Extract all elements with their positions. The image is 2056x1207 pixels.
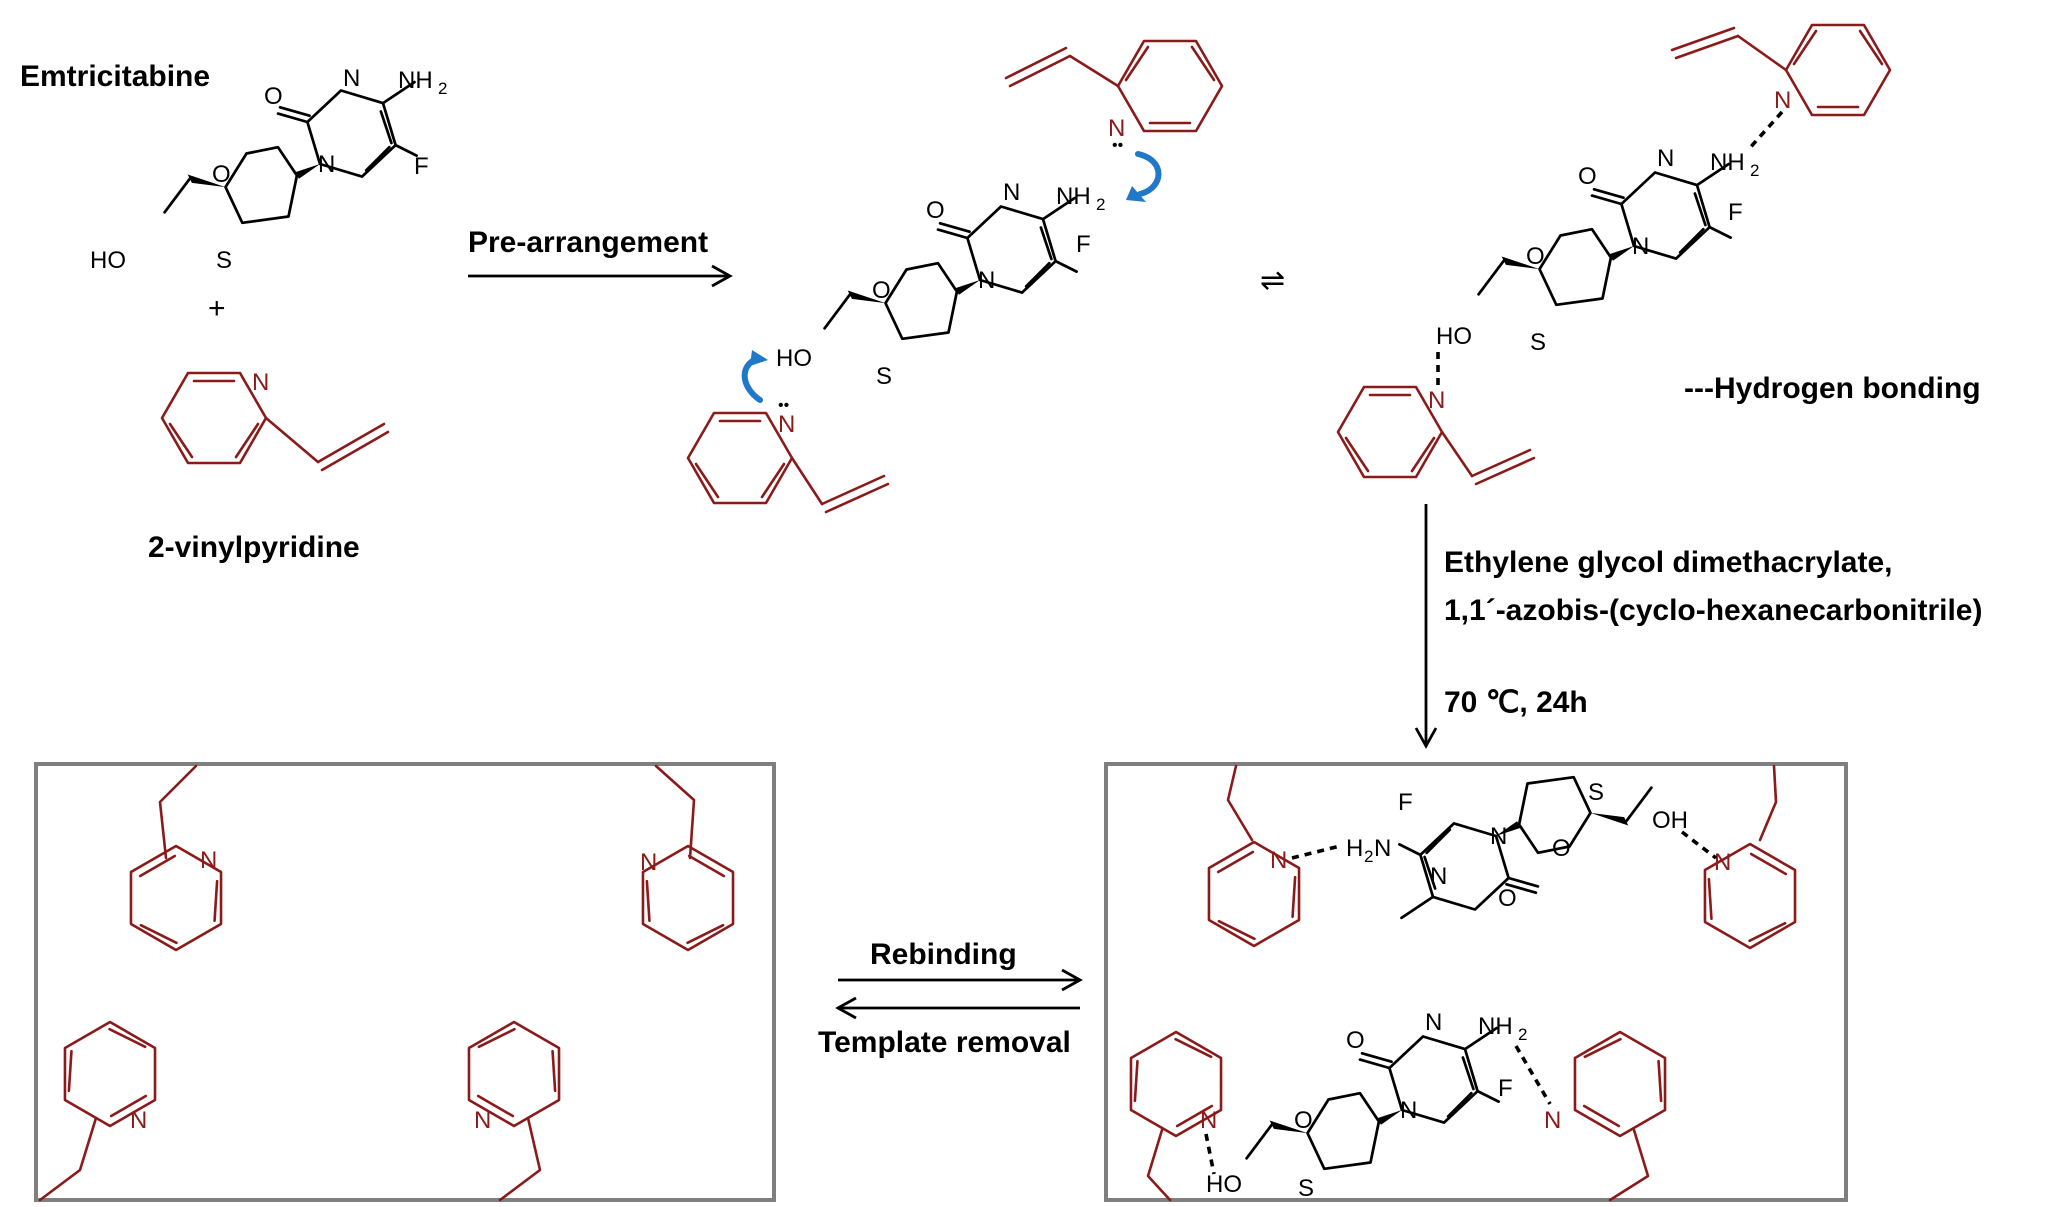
atom-sub2: 2 [1096, 195, 1105, 214]
atom-n-pyridine: N [1270, 847, 1287, 874]
hydrogen-bond [1680, 830, 1718, 860]
atom-ring-o: O [872, 277, 891, 304]
atom-n3: N [1425, 1009, 1442, 1036]
atom-f: F [1498, 1075, 1513, 1102]
atom-ring-o: O [212, 161, 231, 188]
atom-ring-o: O [1294, 1107, 1313, 1134]
atom-n-pyridine: N [640, 849, 657, 876]
prearrangement-label: Pre-arrangement [468, 226, 708, 259]
atom-f: F [1398, 789, 1413, 816]
atom-ho: HO [1436, 323, 1472, 350]
polymer-box-empty [34, 762, 776, 1202]
hydrogen-bond [1291, 844, 1341, 860]
atom-n-pyridine: N [1714, 849, 1731, 876]
atom-ho: HO [90, 247, 126, 274]
hydrogen-bond [1746, 110, 1784, 152]
rebinding-equilibrium: Rebinding Template removal [818, 938, 1083, 1059]
atom-n1: N [1632, 233, 1649, 260]
atom-n3: N [1657, 145, 1674, 172]
imprinted-polymer-with-template: N N O H 2 N F O S OH N N N N O NH 2 F O … [1104, 762, 1848, 1202]
atom-f: F [414, 153, 429, 180]
reagent-line-1: Ethylene glycol dimethacrylate, [1444, 546, 1893, 579]
atom-f: F [1076, 231, 1091, 258]
atom-s: S [1298, 1175, 1314, 1202]
atom-ho: HO [776, 345, 812, 372]
atom-n1: N [1400, 1097, 1417, 1124]
atom-sub2: 2 [438, 79, 447, 98]
atom-n3: N [1430, 863, 1447, 890]
atom-n-pyridine: N [1544, 1107, 1561, 1134]
atom-n-pyridine: N [474, 1107, 491, 1134]
reaction-conditions: 70 ℃, 24h [1444, 686, 1588, 719]
atom-n-pyridine: N [778, 411, 795, 438]
hydrogen-bond [1514, 1045, 1552, 1105]
atom-carbonyl-o: O [1498, 885, 1517, 912]
atom-n-pyridine: N [1108, 115, 1125, 142]
atom-n3: N [1003, 179, 1020, 206]
polymerization-step: Ethylene glycol dimethacrylate, 1,1´-azo… [1414, 504, 1982, 749]
template-removal-label: Template removal [818, 1026, 1071, 1059]
lone-pair: •• [1112, 137, 1123, 154]
hbonded-complex: N N O NH 2 F O S HO N N [1336, 23, 1892, 486]
atom-sub2: 2 [1750, 161, 1759, 180]
atom-n-pyridine: N [1774, 87, 1791, 114]
atom-s: S [1530, 329, 1546, 356]
atom-nh: NH [1056, 183, 1091, 210]
atom-n-pyridine: N [252, 369, 269, 396]
atom-sub2: 2 [1364, 847, 1373, 866]
reagent-line-2: 1,1´-azobis-(cyclo-hexanecarbonitrile) [1444, 594, 1982, 627]
atom-ho: HO [1206, 1171, 1242, 1198]
atom-s: S [216, 247, 232, 274]
atom-nh: NH [1478, 1013, 1513, 1040]
equilibrium-arrow-icon: ⇌ [1260, 264, 1285, 297]
atom-s: S [1588, 779, 1604, 806]
plus-sign: + [208, 292, 226, 325]
atom-ring-o: O [1526, 243, 1545, 270]
hydrogen-bonding-legend: ---Hydrogen bonding [1684, 372, 1981, 405]
atom-carbonyl-o: O [1346, 1027, 1365, 1054]
atom-ring-o: O [1552, 835, 1571, 862]
atom-carbonyl-o: O [264, 83, 283, 110]
atom-sub2: 2 [1518, 1025, 1527, 1044]
prearrangement-step: Pre-arrangement [468, 226, 733, 288]
atom-n1: N [978, 267, 995, 294]
rebinding-label: Rebinding [870, 938, 1017, 971]
atom-n-pyridine: N [130, 1107, 147, 1134]
atom-n-pyridine: N [1200, 1107, 1217, 1134]
curly-arrow-icon [1135, 151, 1162, 197]
atom-nh: NH [1710, 149, 1745, 176]
atom-n3: N [343, 65, 360, 92]
vinylpyridine-label: 2-vinylpyridine [148, 531, 360, 564]
atom-nh: NH [398, 67, 433, 94]
atom-n1: N [318, 151, 335, 178]
atom-n-pyridine: N [1428, 387, 1445, 414]
atom-oh: OH [1652, 807, 1688, 834]
emtricitabine-molecule: Emtricitabine N N O NH 2 F O S HO [20, 60, 447, 274]
atom-n-amine: N [1374, 835, 1391, 862]
polymer-box-template [1104, 762, 1848, 1202]
hydrogen-bond [1204, 1133, 1216, 1175]
vinylpyridine-molecule: N 2-vinylpyridine [148, 369, 390, 564]
atom-n-pyridine: N [200, 847, 217, 874]
atom-n1: N [1490, 823, 1507, 850]
prearranged-complex: N N O NH 2 F O S HO N •• N •• [686, 39, 1224, 514]
empty-imprinted-polymer: N N N N [34, 762, 776, 1202]
emtricitabine-label: Emtricitabine [20, 60, 210, 93]
atom-carbonyl-o: O [926, 197, 945, 224]
atom-h: H [1346, 835, 1363, 862]
atom-f: F [1728, 199, 1743, 226]
atom-s: S [876, 363, 892, 390]
atom-carbonyl-o: O [1578, 163, 1597, 190]
lone-pair: •• [778, 397, 789, 414]
